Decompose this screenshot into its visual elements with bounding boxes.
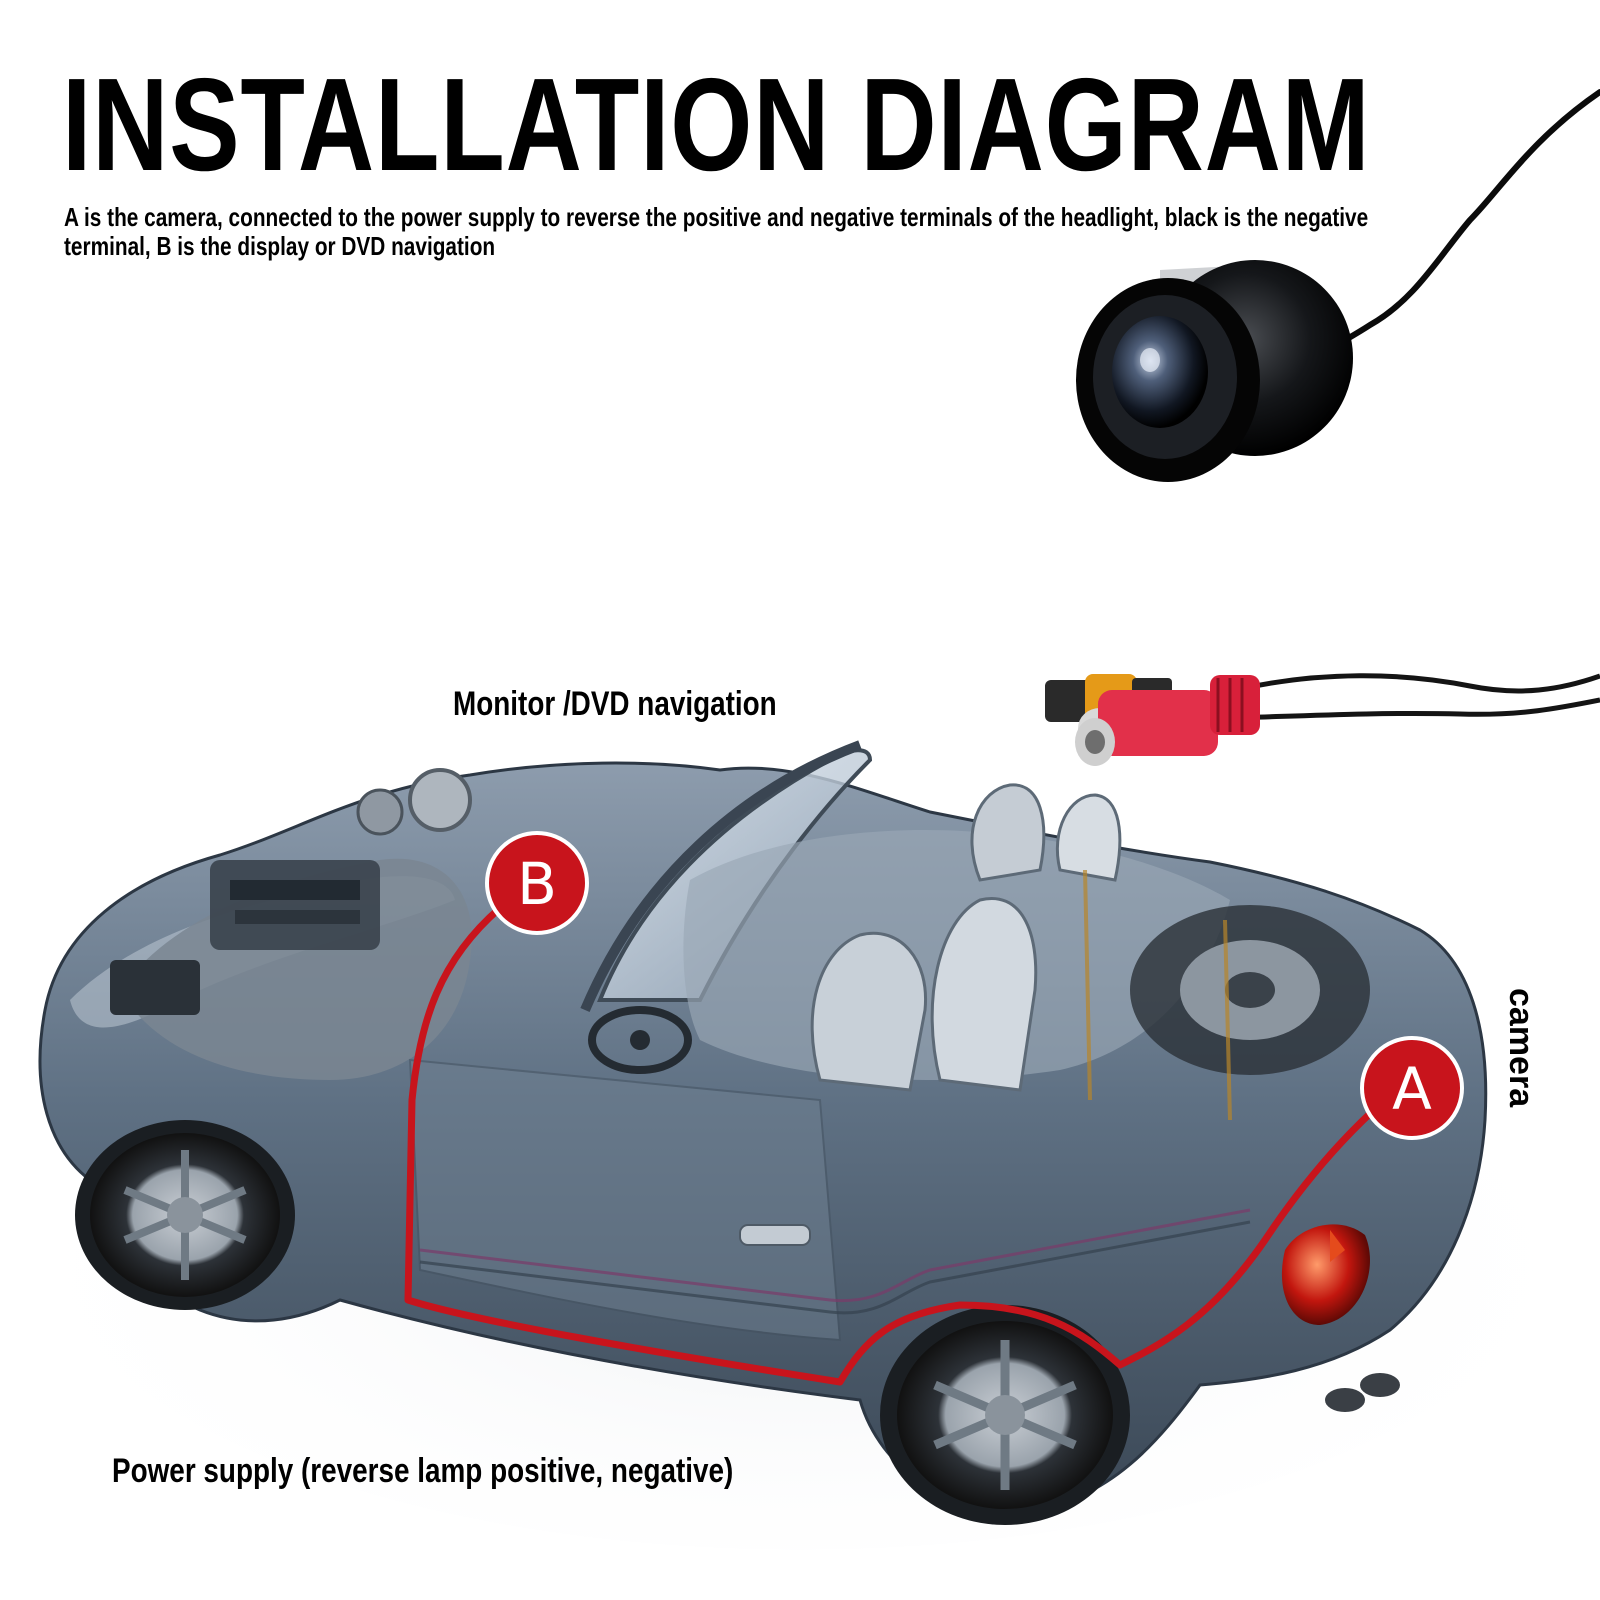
camera-icon [1076,89,1600,482]
page-title: INSTALLATION DIAGRAM [62,51,1371,198]
power-supply-label: Power supply (reverse lamp positive, neg… [112,1452,734,1490]
rca-connector-icon [1045,673,1600,766]
marker-b-label: B [517,850,557,918]
marker-a-label: A [1392,1055,1432,1123]
description-text: A is the camera, connected to the power … [64,202,1369,261]
monitor-label: Monitor /DVD navigation [453,685,777,723]
camera-label: camera [1502,988,1540,1108]
wiring-path [404,904,1389,1386]
marker-b: B [485,831,589,935]
marker-a: A [1360,1036,1464,1140]
car-cutaway-icon [38,740,1560,1550]
